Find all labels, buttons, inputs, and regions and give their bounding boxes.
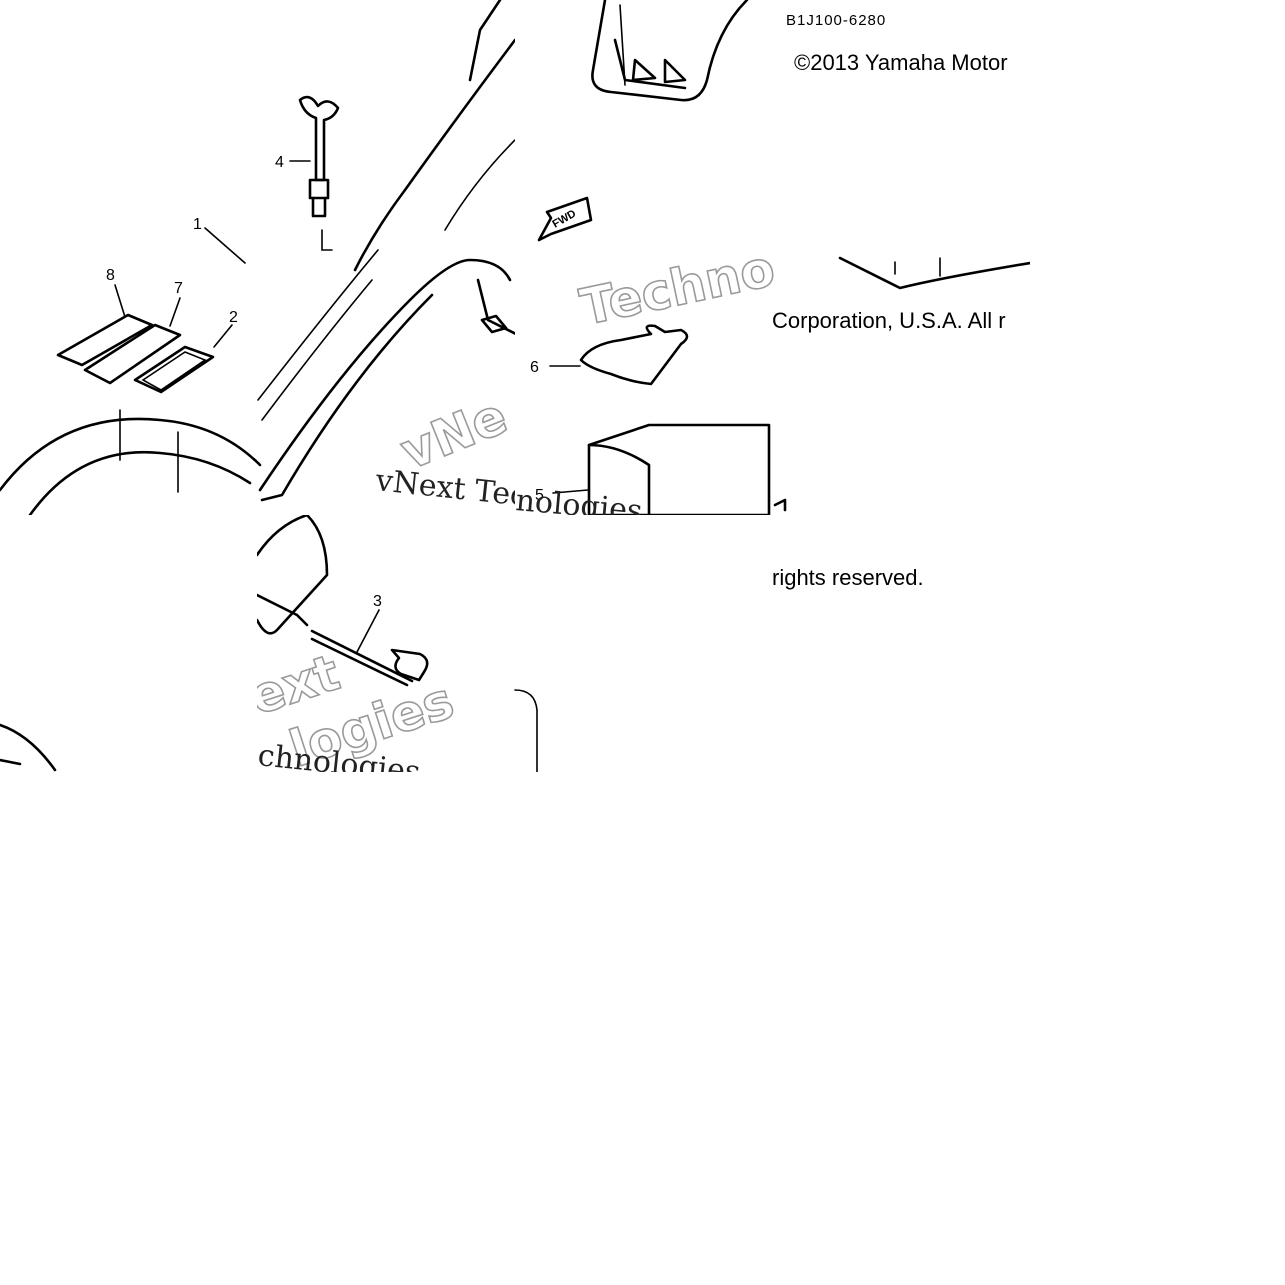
callout-3: 3 [373, 593, 382, 610]
callout-6: 6 [530, 359, 539, 376]
fender-drawing-top-left: 4 1 8 7 2 vNext Tec vNe [0, 0, 515, 515]
diagram-tile-middle: 3 ext logies chnologies [257, 515, 772, 772]
watermark-vnext-tech: vNext Tec [373, 463, 515, 514]
callout-1: 1 [193, 216, 202, 233]
copyright-line-3: rights reserved. [772, 565, 924, 590]
watermark-nologies: nologies [515, 483, 644, 515]
callout-8: 8 [106, 267, 115, 284]
fender-edge-bottom-left [0, 723, 57, 772]
fender-drawing-middle: 3 ext logies chnologies [257, 515, 538, 772]
copyright-line-1: ©2013 Yamaha Motor [794, 50, 1008, 75]
watermark-vnext-partial: vNe [393, 387, 515, 481]
callout-7: 7 [174, 280, 183, 297]
diagram-tile-top-right: 6 5 FWD Techno nologies [515, 0, 1030, 515]
copyright-line-2: Corporation, U.S.A. All r [772, 308, 1006, 333]
diagram-tile-bottom-left [0, 705, 60, 772]
drawing-code: B1J100-6280 [786, 12, 887, 29]
callout-2: 2 [229, 309, 238, 326]
fender-drawing-top-right: 6 5 FWD Techno nologies [515, 0, 1030, 515]
callout-5: 5 [535, 487, 544, 504]
callout-4: 4 [275, 154, 284, 171]
watermark-techno: Techno [575, 239, 779, 337]
diagram-tile-top-left: 4 1 8 7 2 vNext Tec vNe [0, 0, 515, 515]
